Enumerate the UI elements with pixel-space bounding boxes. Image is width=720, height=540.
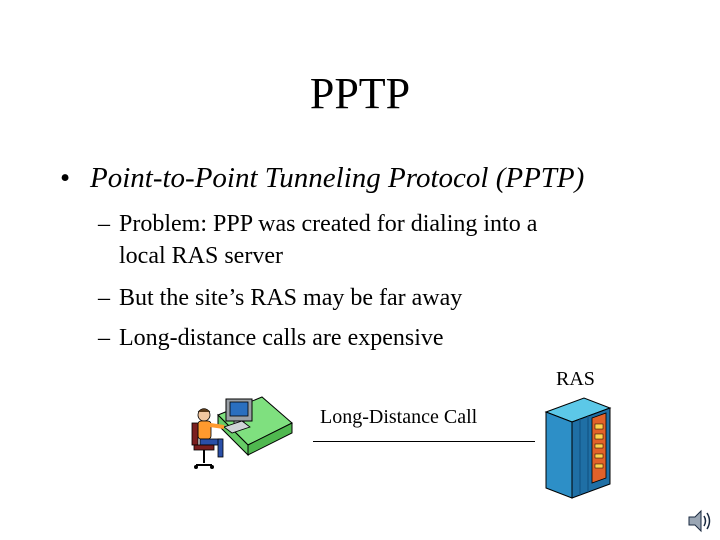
sub-bullet-dash: – — [98, 285, 110, 311]
speaker-sound-icon[interactable] — [687, 507, 713, 535]
sub-bullet-line2: local RAS server — [119, 243, 283, 269]
sub-bullet-text: Long-distance calls are expensive — [119, 325, 444, 351]
slide-title: PPTP — [309, 69, 411, 118]
server-tower-icon — [544, 397, 612, 499]
sub-bullet-dash: – — [98, 211, 110, 237]
sub-bullet-line1: Problem: PPP was created for dialing int… — [119, 211, 538, 237]
sub-bullet-text: Problem: PPP was created for dialing int… — [119, 208, 537, 272]
main-bullet-text: Point-to-Point Tunneling Protocol (PPTP) — [90, 162, 585, 194]
long-distance-call-label: Long-Distance Call — [320, 406, 478, 428]
computer-user-at-desk-icon — [191, 396, 293, 469]
bullet-marker: • — [60, 162, 71, 194]
connection-line — [313, 441, 535, 442]
sub-bullet-dash: – — [98, 325, 110, 351]
ras-label: RAS — [556, 368, 595, 390]
sub-bullet-text: But the site’s RAS may be far away — [119, 285, 463, 311]
